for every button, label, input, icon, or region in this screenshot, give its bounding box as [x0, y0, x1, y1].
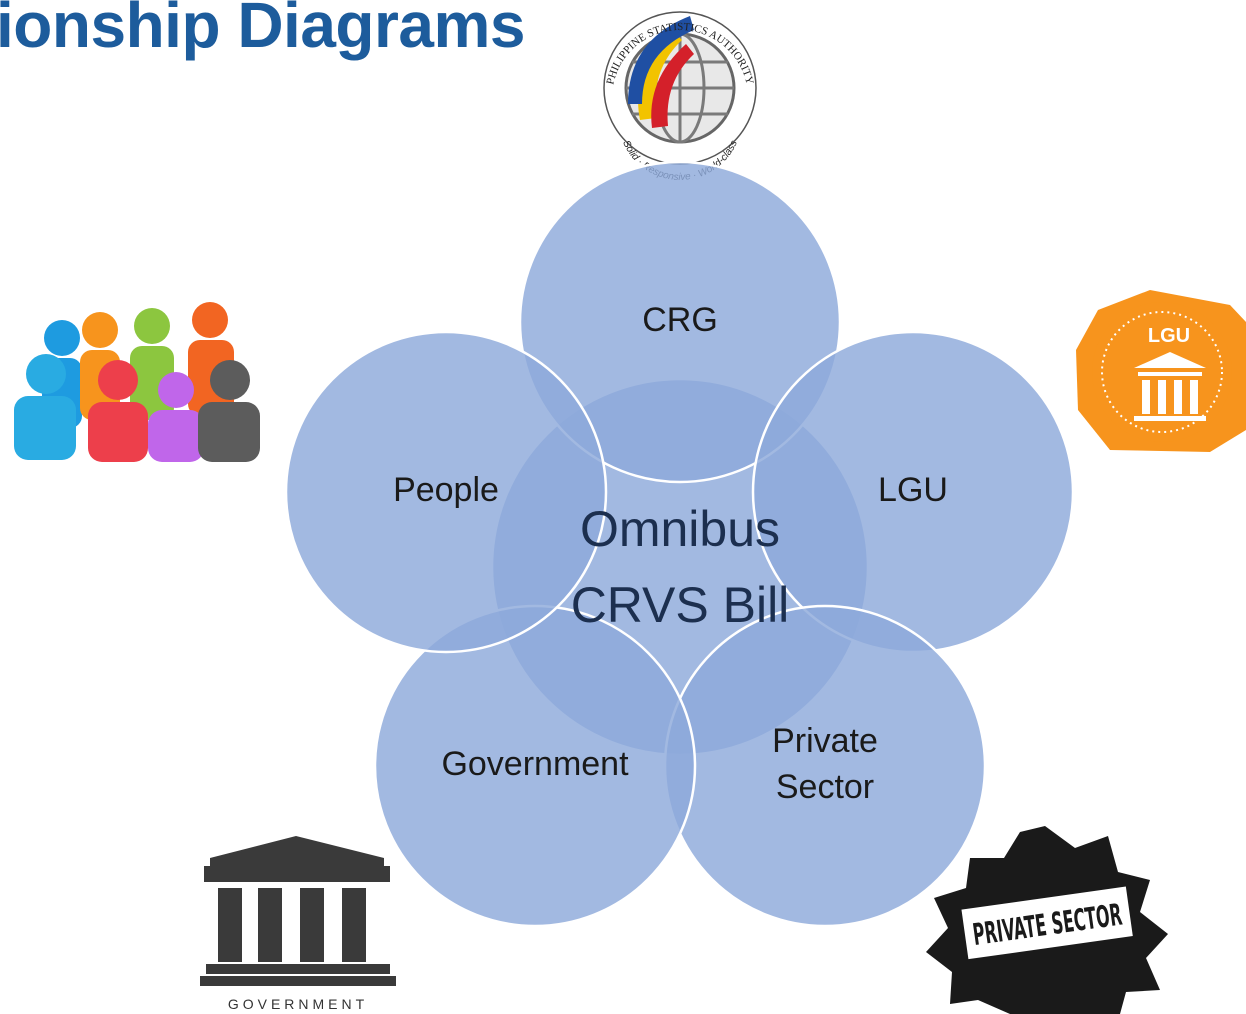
node-label-lgu: LGU	[878, 471, 948, 509]
psa-logo: PHILIPPINE STATISTICS AUTHORITY Solid · …	[603, 11, 757, 183]
diagram-circles	[284, 160, 1075, 928]
slide-title: ionship Diagrams	[0, 0, 526, 61]
private-sector-stamp-icon: PRIVATE SECTOR	[926, 826, 1168, 1014]
node-label-people: People	[393, 471, 499, 509]
node-label-government: Government	[441, 745, 629, 783]
government-icon-text: GOVERNMENT	[228, 996, 368, 1012]
node-label-private-sector: Sector	[776, 768, 874, 806]
government-building-icon: GOVERNMENT	[200, 836, 396, 1012]
center-label-line2: CRVS Bill	[571, 577, 790, 633]
lgu-badge-icon: LGU	[1076, 290, 1246, 452]
node-label-crg: CRG	[642, 301, 718, 339]
center-label-line1: Omnibus	[580, 501, 780, 557]
node-circle-people	[284, 330, 608, 654]
node-label-private-sector: Private	[772, 722, 878, 760]
people-icon	[14, 302, 260, 462]
node-circle-private-sector	[663, 604, 987, 928]
node-circle-crg	[518, 160, 842, 484]
lgu-badge-text: LGU	[1148, 325, 1190, 347]
